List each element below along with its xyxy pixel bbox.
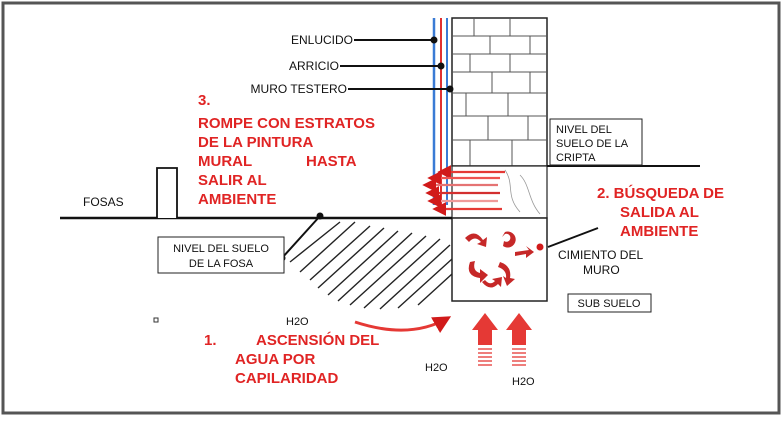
- box-nivel-fosa: NIVEL DEL SUELO DE LA FOSA: [157, 236, 285, 274]
- leader-lines: [281, 39, 599, 259]
- swirl-arrows: [465, 231, 534, 288]
- step1-number: 1.: [204, 332, 217, 349]
- brick-wall: [451, 17, 548, 167]
- step2-line1: 2. BÚSQUEDA DE: [597, 184, 724, 202]
- step3-line3: MURAL: [198, 153, 252, 170]
- cripta-line3: CRIPTA: [556, 152, 596, 164]
- foundation: [451, 217, 548, 302]
- h2o-label-3: H2O: [512, 376, 535, 388]
- fosa-level-line2: DE LA FOSA: [189, 258, 254, 270]
- step3-text: 3. ROMPE CON ESTRATOS DE LA PINTURA MURA…: [198, 92, 375, 208]
- step3-line6: AMBIENTE: [198, 191, 276, 208]
- step1-line3: CAPILARIDAD: [235, 370, 338, 387]
- step3-line5: SALIR AL: [198, 172, 267, 189]
- step2-text: 2. BÚSQUEDA DE SALIDA AL AMBIENTE: [597, 184, 724, 240]
- cripta-line1: NIVEL DEL: [556, 124, 612, 136]
- water-rising-arrows: [472, 313, 532, 366]
- small-square: [153, 317, 159, 323]
- label-fosas: FOSAS: [83, 195, 124, 209]
- step1-text: 1. ASCENSIÓN DEL AGUA POR CAPILARIDAD: [204, 331, 379, 387]
- h2o-label-2: H2O: [425, 362, 448, 374]
- fosa-marker: [156, 167, 178, 218]
- step3-number: 3.: [198, 92, 211, 109]
- step2-line2: SALIDA AL: [620, 204, 699, 221]
- box-sub-suelo: SUB SUELO: [567, 293, 652, 313]
- step3-line4: HASTA: [306, 153, 357, 170]
- box-nivel-cripta: NIVEL DEL SUELO DE LA CRIPTA: [549, 118, 643, 166]
- cimiento-line2: MURO: [583, 263, 620, 277]
- label-enlucido: ENLUCIDO: [291, 33, 353, 47]
- step3-line1: ROMPE CON ESTRATOS: [198, 115, 375, 132]
- step2-line3: AMBIENTE: [620, 223, 698, 240]
- fosa-level-line1: NIVEL DEL SUELO: [173, 243, 269, 255]
- moisture-out-arrows: [422, 165, 505, 216]
- label-muro-testero: MURO TESTERO: [251, 82, 347, 96]
- outer-frame: [1, 1, 781, 415]
- sub-suelo-label: SUB SUELO: [578, 298, 641, 310]
- ground-lines: [60, 165, 700, 220]
- h2o-label-1: H2O: [286, 316, 309, 328]
- step3-line2: DE LA PINTURA: [198, 134, 313, 151]
- cripta-line2: SUELO DE LA: [556, 138, 629, 150]
- label-arricio: ARRICIO: [289, 59, 339, 73]
- step1-line2: AGUA POR: [235, 351, 315, 368]
- step1-line1: ASCENSIÓN DEL: [256, 331, 379, 349]
- curved-arrow: [354, 316, 452, 333]
- cimiento-line1: CIMIENTO DEL: [558, 248, 643, 262]
- soil-hatching: [289, 221, 453, 310]
